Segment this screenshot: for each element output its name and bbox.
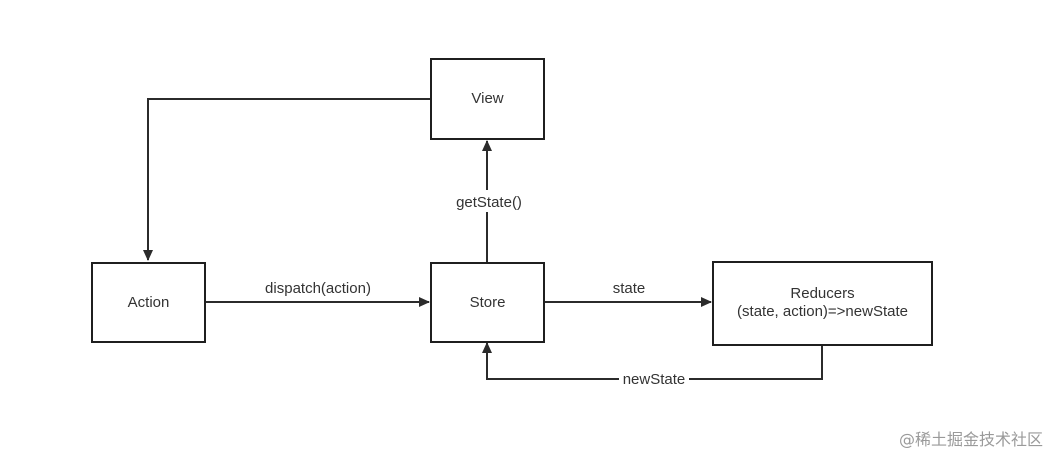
edge-label-newstate-bg xyxy=(619,369,689,389)
node-action-label: Action xyxy=(128,294,170,311)
watermark: @稀土掘金技术社区 xyxy=(898,430,1043,449)
edge-label-getstate: getState() xyxy=(456,194,522,211)
node-view-box xyxy=(430,58,545,140)
node-view-label: View xyxy=(471,90,503,107)
node-reducers-sublabel: (state, action)=>newState xyxy=(737,303,908,320)
node-action-box xyxy=(91,262,206,343)
edge-label-dispatch: dispatch(action) xyxy=(265,280,371,297)
node-store-label: Store xyxy=(470,294,506,311)
node-reducers-label: Reducers xyxy=(790,285,854,302)
edge-view-to-action xyxy=(143,98,431,261)
node-reducers-box xyxy=(712,261,933,346)
node-store-box xyxy=(430,262,545,343)
edge-label-newstate: newState xyxy=(623,371,686,388)
edge-label-getstate-bg xyxy=(451,190,527,212)
edge-label-state: state xyxy=(613,280,646,297)
